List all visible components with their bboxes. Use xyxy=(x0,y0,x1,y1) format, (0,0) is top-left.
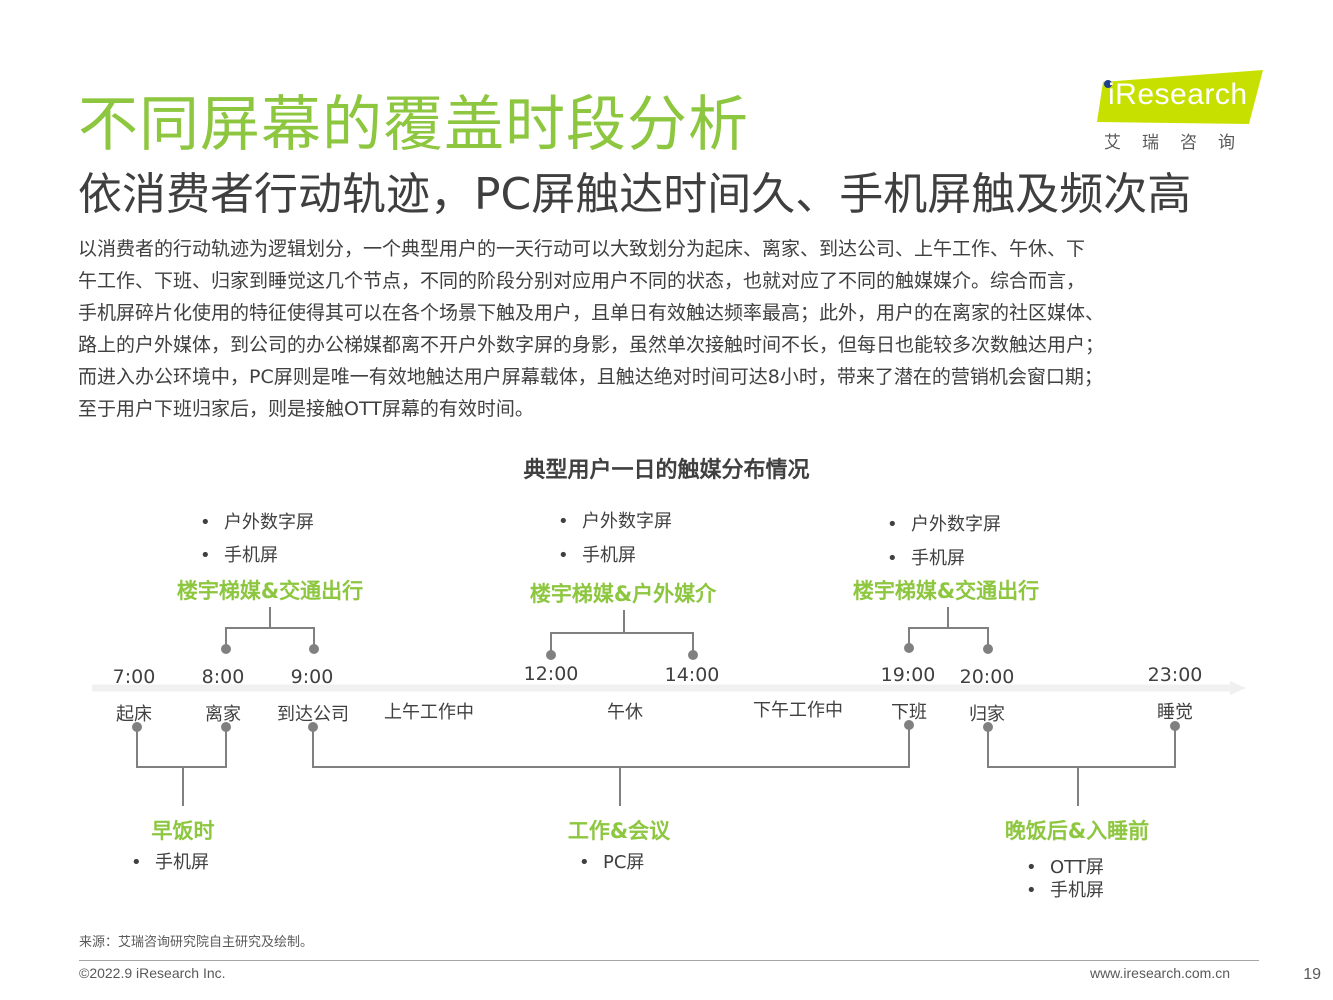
node-label: 归家 xyxy=(969,704,1005,725)
bottom-group-1-bullet: •手机屏 xyxy=(131,852,209,873)
top-dot xyxy=(546,650,556,660)
period-label: 午休 xyxy=(607,702,643,723)
bottom-dot xyxy=(308,722,318,732)
body-line: 至于用户下班归家后，则是接触OTT屏幕的有效时间。 xyxy=(78,398,534,420)
bottom-dot xyxy=(221,722,231,732)
source-note: 来源：艾瑞咨询研究院自主研究及绘制。 xyxy=(79,935,314,950)
copyright: ©2022.9 iResearch Inc. xyxy=(79,965,226,981)
timeline-arrowhead xyxy=(1230,681,1246,695)
period-label: 下午工作中 xyxy=(753,700,843,721)
bottom-bracket-1 xyxy=(136,727,227,806)
top-dot xyxy=(904,643,914,653)
logo-text: iResearch xyxy=(1108,78,1248,111)
top-bracket-1 xyxy=(225,607,315,648)
top-group-2-bullet: •户外数字屏 xyxy=(558,511,672,532)
time-label: 23:00 xyxy=(1147,664,1203,686)
time-label: 20:00 xyxy=(959,666,1015,688)
footer-divider xyxy=(79,960,1259,961)
node-label: 起床 xyxy=(116,704,152,725)
top-group-3-bullet: •户外数字屏 xyxy=(887,514,1001,535)
bottom-dot xyxy=(983,722,993,732)
body-line: 以消费者的行动轨迹为逻辑划分，一个典型用户的一天行动可以大致划分为起床、离家、到… xyxy=(78,238,1086,260)
bottom-group-3-label: 晚饭后&入睡前 xyxy=(1004,819,1150,843)
bottom-group-3-bullet: •手机屏 xyxy=(1026,880,1104,901)
top-dot xyxy=(688,650,698,660)
bottom-group-2-bullet: •PC屏 xyxy=(579,852,645,873)
page-subtitle: 依消费者行动轨迹，PC屏触达时间久、手机屏触及频次高 xyxy=(78,169,1192,220)
top-group-2-bullet: •手机屏 xyxy=(558,545,636,566)
top-bracket-3 xyxy=(908,607,989,648)
node-label: 离家 xyxy=(205,704,241,725)
top-group-1-label: 楼宇梯媒&交通出行 xyxy=(176,579,364,603)
body-line: 手机屏碎片化使用的特征使得其可以在各个场景下触及用户，且单日有效触达频率最高；此… xyxy=(78,302,1105,324)
time-label: 7:00 xyxy=(112,666,156,688)
body-line: 午工作、下班、归家到睡觉这几个节点，不同的阶段分别对应用户不同的状态，也就对应了… xyxy=(78,270,1086,292)
node-label: 睡觉 xyxy=(1157,702,1193,723)
period-label: 上午工作中 xyxy=(384,702,474,723)
bottom-dot xyxy=(132,722,142,732)
body-paragraph: 以消费者的行动轨迹为逻辑划分，一个典型用户的一天行动可以大致划分为起床、离家、到… xyxy=(78,233,1278,425)
top-dot xyxy=(983,644,993,654)
bottom-group-1-label: 早饭时 xyxy=(151,819,215,843)
logo-chinese-name: 艾瑞咨询 xyxy=(1104,133,1256,153)
top-bracket-2 xyxy=(550,610,694,654)
bottom-bracket-3 xyxy=(987,726,1176,806)
top-dot xyxy=(309,644,319,654)
diagram-title: 典型用户一日的触媒分布情况 xyxy=(523,458,810,483)
bottom-group-2-label: 工作&会议 xyxy=(567,819,671,843)
top-group-2-label: 楼宇梯媒&户外媒介 xyxy=(529,582,717,606)
bottom-dot xyxy=(904,720,914,730)
top-group-1-bullet: •手机屏 xyxy=(200,545,278,566)
top-group-3-label: 楼宇梯媒&交通出行 xyxy=(852,579,1040,603)
time-label: 12:00 xyxy=(523,663,579,685)
website-link[interactable]: www.iresearch.com.cn xyxy=(1089,965,1230,981)
time-label: 9:00 xyxy=(290,666,334,688)
bottom-bracket-2 xyxy=(312,725,910,806)
body-line: 而进入办公环境中，PC屏则是唯一有效地触达用户屏幕载体，且触达绝对时间可达8小时… xyxy=(78,366,1103,388)
top-group-1-bullet: •户外数字屏 xyxy=(200,512,314,533)
iresearch-logo xyxy=(1097,70,1267,126)
page-number: 19 xyxy=(1303,966,1321,983)
top-dot xyxy=(221,644,231,654)
bottom-group-3-bullet: •OTT屏 xyxy=(1026,857,1104,878)
body-line: 路上的户外媒体，到公司的办公梯媒都离不开户外数字屏的身影，虽然单次接触时间不长，… xyxy=(78,334,1105,356)
bottom-dot xyxy=(1170,721,1180,731)
node-label: 下班 xyxy=(891,702,927,723)
time-label: 19:00 xyxy=(880,664,936,686)
node-label: 到达公司 xyxy=(277,704,349,725)
time-label: 14:00 xyxy=(664,664,720,686)
time-label: 8:00 xyxy=(201,666,245,688)
page-title: 不同屏幕的覆盖时段分析 xyxy=(78,90,749,160)
top-group-3-bullet: •手机屏 xyxy=(887,548,965,569)
